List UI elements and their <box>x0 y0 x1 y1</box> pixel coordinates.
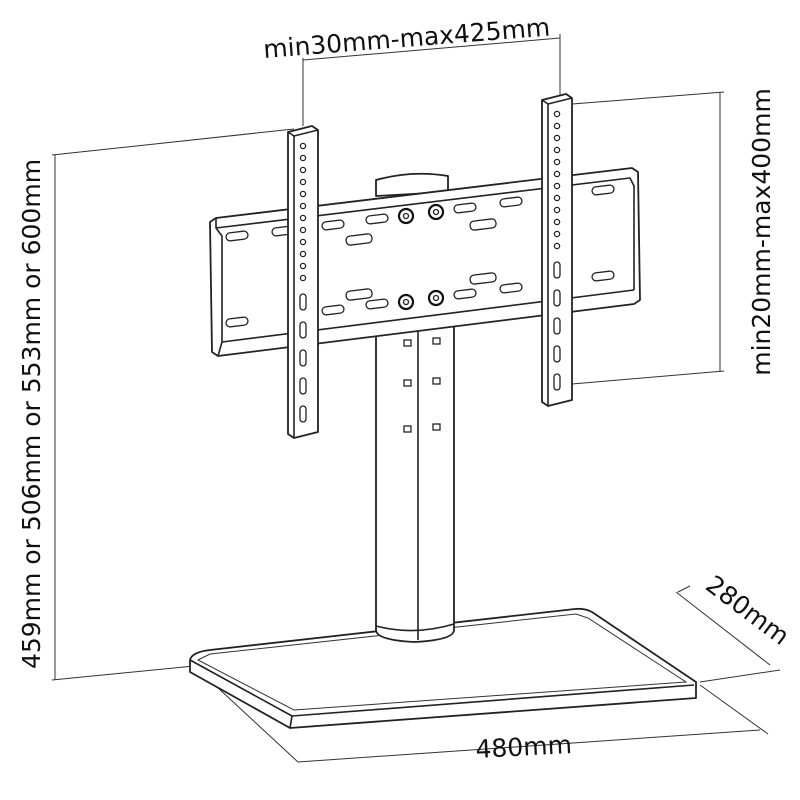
base-width-label: 480mm <box>475 730 573 764</box>
stand-height-label: 459mm or 506mm or 553mm or 600mm <box>17 159 46 669</box>
mounting-plate <box>209 167 641 357</box>
right-arm-holes <box>553 110 561 391</box>
dimension-lines <box>51 34 781 763</box>
base-plate <box>189 607 697 729</box>
support-pole <box>375 172 455 643</box>
right-vertical-arm <box>541 93 573 407</box>
left-arm-holes <box>299 142 307 423</box>
width-range-label: min30mm-max425mm <box>262 13 551 64</box>
base-depth-label: 280mm <box>700 570 794 651</box>
height-range-label: min20mm-max400mm <box>747 88 776 376</box>
left-vertical-arm <box>287 125 319 439</box>
